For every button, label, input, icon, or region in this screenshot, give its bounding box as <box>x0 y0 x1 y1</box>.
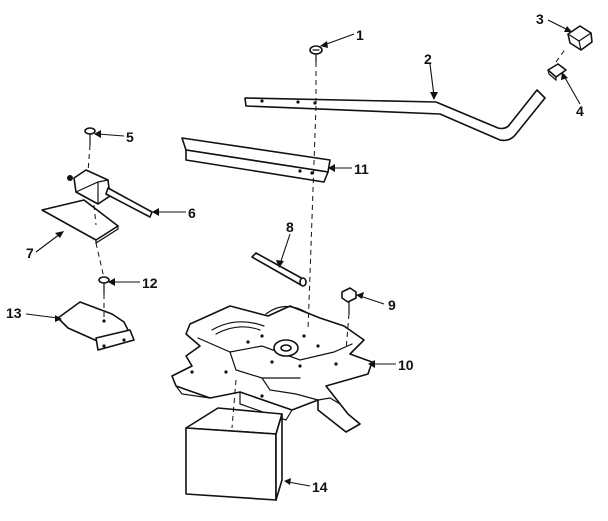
callout-9: 9 <box>388 297 396 313</box>
part-3-end-cap <box>567 25 593 51</box>
leader-lines <box>25 19 581 487</box>
part-5-screw <box>84 127 96 146</box>
part-13-mount-bracket <box>57 301 135 351</box>
part-1-screw <box>309 45 323 63</box>
callout-1: 1 <box>356 27 364 43</box>
callout-4: 4 <box>576 103 584 119</box>
part-12-screw <box>98 276 110 295</box>
callout-14: 14 <box>312 479 328 495</box>
part-14-box <box>185 407 283 501</box>
callout-5: 5 <box>126 129 134 145</box>
part-4-clip <box>547 63 567 82</box>
callout-12: 12 <box>142 275 158 291</box>
assembly-lines <box>87 47 567 429</box>
part-7-insulator <box>41 199 119 245</box>
callout-labels: 1 2 3 4 5 6 7 8 9 10 11 12 13 14 <box>6 11 584 495</box>
part-10-base-bracket <box>171 305 373 433</box>
part-11-angle-bracket <box>181 137 331 183</box>
part-9-screw <box>341 287 357 315</box>
callout-6: 6 <box>188 205 196 221</box>
callout-8: 8 <box>286 219 294 235</box>
callout-11: 11 <box>354 161 369 177</box>
callout-7: 7 <box>26 245 34 261</box>
part-6-switch <box>67 169 153 218</box>
part-8-pin <box>251 252 307 287</box>
callout-13: 13 <box>6 305 22 321</box>
callout-10: 10 <box>398 357 414 373</box>
part-2-handle-bar <box>244 89 546 142</box>
callout-3: 3 <box>536 11 544 27</box>
callout-2: 2 <box>424 51 432 67</box>
